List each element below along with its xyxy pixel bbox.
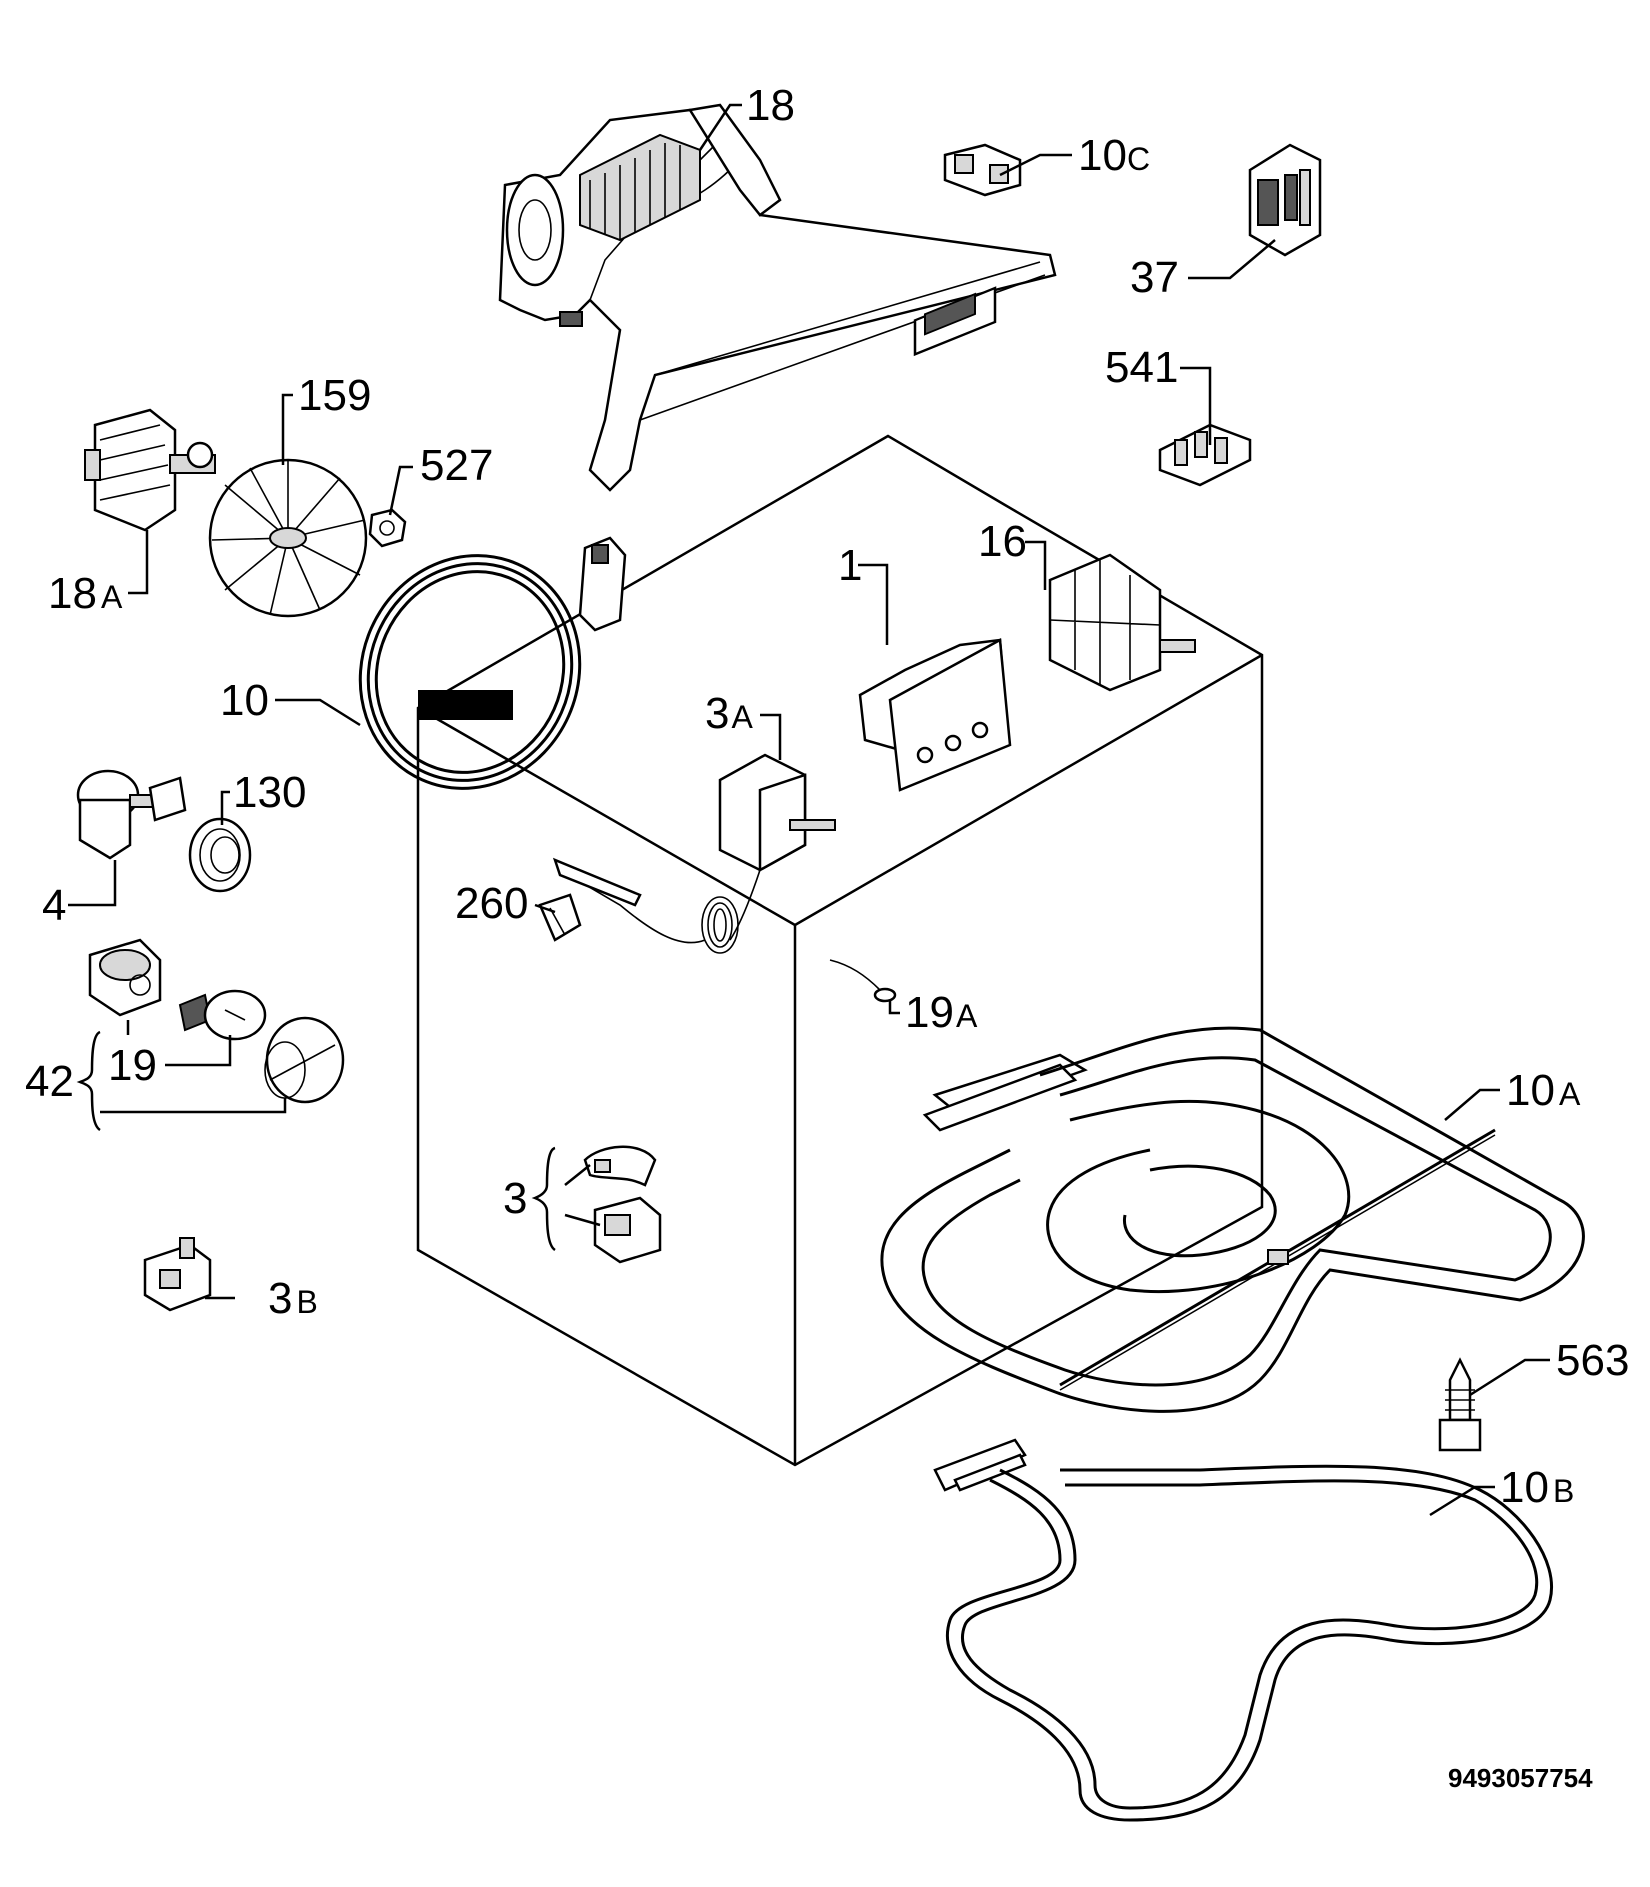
document-number: 9493057754: [1448, 1763, 1593, 1793]
switch-37: [1248, 143, 1322, 257]
lamp-assembly-42: [88, 938, 345, 1104]
nut-527: [368, 508, 407, 548]
label-260: 260: [455, 879, 528, 928]
label-42: 42: [25, 1057, 74, 1106]
label-563: 563: [1556, 1336, 1629, 1385]
selector-switch-16: [1048, 553, 1196, 692]
terminal-block-541: [1158, 423, 1252, 487]
label-541: 541: [1105, 343, 1178, 392]
label-3a: 3A: [705, 689, 753, 738]
thermostat-3a: [552, 753, 836, 954]
label-18: 18: [746, 81, 795, 130]
label-4: 4: [42, 881, 66, 930]
switch-3b: [143, 1237, 212, 1312]
connector-10c: [943, 143, 1022, 197]
label-130: 130: [233, 768, 306, 817]
electronic-timer-1: [858, 286, 1012, 792]
label-16: 16: [978, 517, 1027, 566]
label-10: 10: [220, 676, 269, 725]
door-switch-3: [583, 1145, 662, 1264]
lamp-wire-19a: [829, 959, 897, 1003]
grommet-130: [188, 817, 252, 893]
lower-element-10b: [933, 1438, 1553, 1822]
label-527: 527: [420, 441, 493, 490]
label-10c: 10C: [1078, 131, 1150, 180]
fan-blade-159: [208, 458, 368, 618]
clip-260: [538, 893, 582, 942]
lamp-bulb-19: [178, 989, 267, 1041]
label-159: 159: [298, 371, 371, 420]
support-pin-563: [1438, 1357, 1482, 1452]
fan-motor-18a: [84, 408, 216, 532]
motor-4: [76, 769, 187, 860]
label-19a: 19A: [905, 988, 978, 1037]
label-37: 37: [1130, 253, 1179, 302]
lamp-cover: [264, 1016, 345, 1104]
cooling-fan-duct: [498, 103, 1057, 492]
circular-heating-element: [358, 536, 627, 790]
label-3: 3: [503, 1174, 527, 1223]
leader-lines: [68, 103, 1550, 1517]
label-19: 19: [108, 1041, 157, 1090]
label-1: 1: [838, 541, 862, 590]
grill-element-10a: [880, 1026, 1585, 1413]
fan-cylinder: [579, 133, 701, 242]
